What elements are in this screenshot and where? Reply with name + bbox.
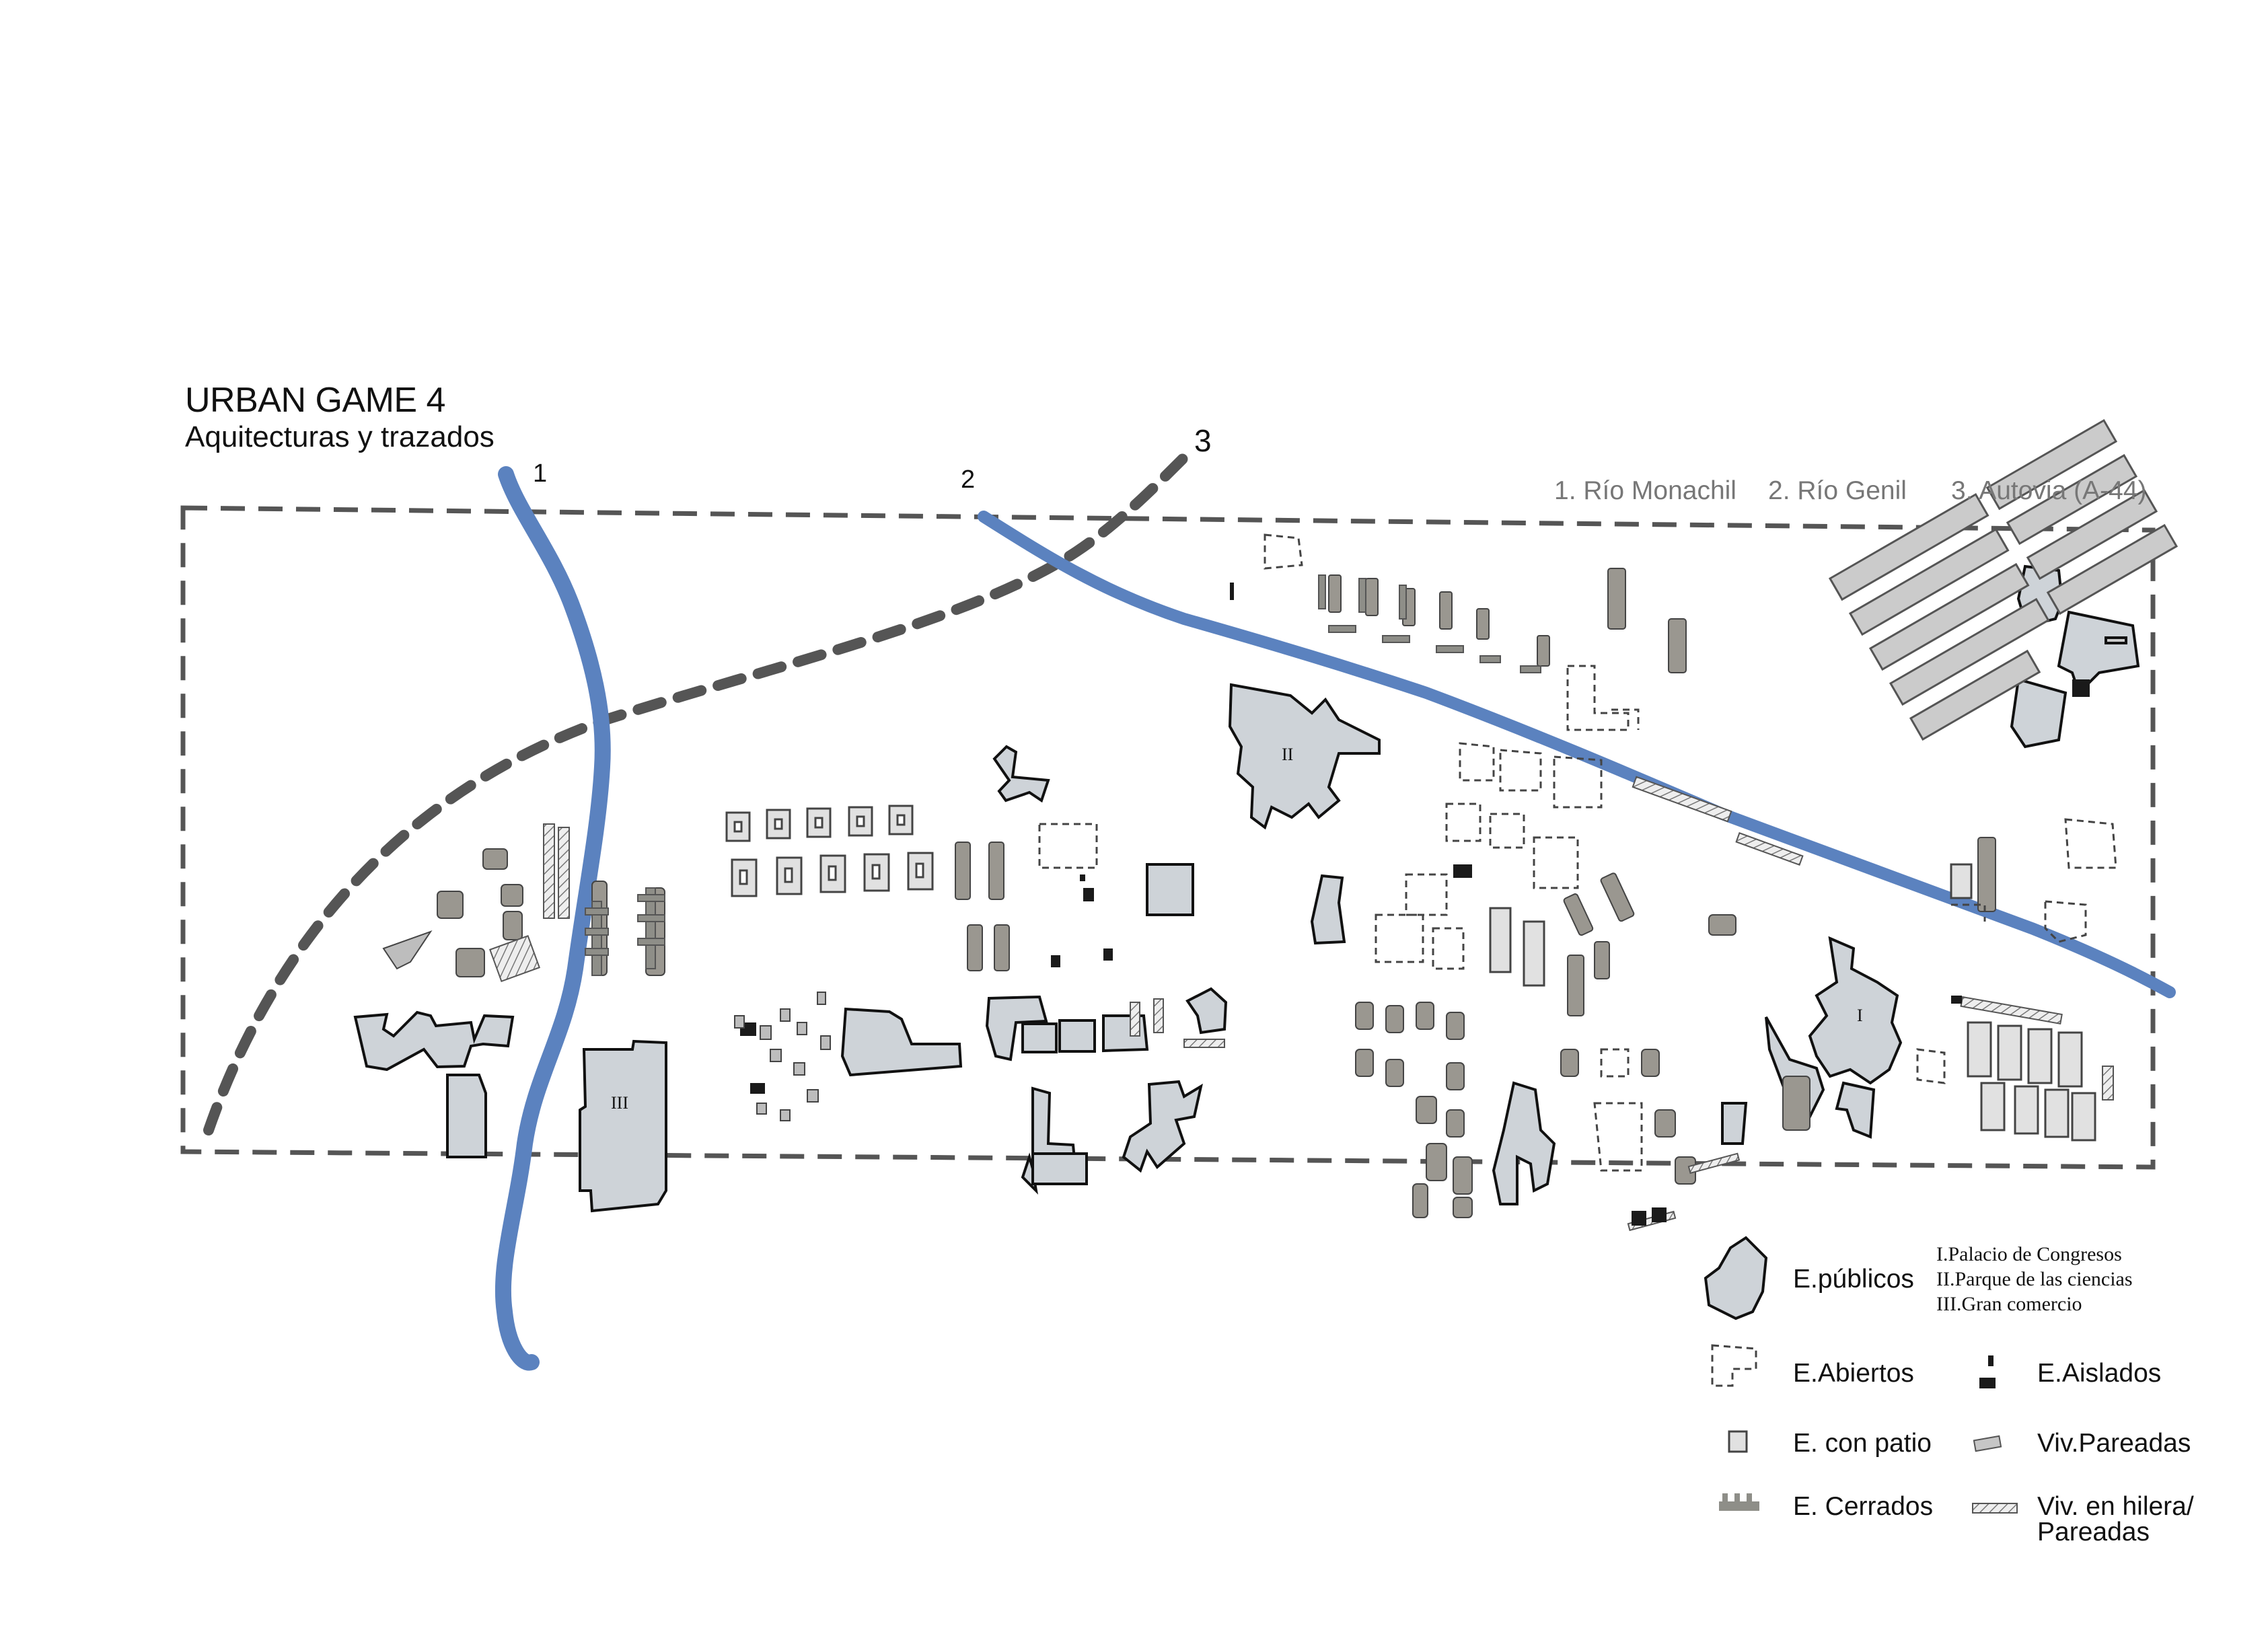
- legend-cerrados: E. Cerrados: [1793, 1492, 1934, 1521]
- legend-isolated-symbol-2: [1979, 1378, 1996, 1388]
- closed-buildings: [437, 568, 1996, 1218]
- label-ii: II: [1282, 745, 1294, 764]
- legend-open-symbol: [1711, 1344, 1757, 1387]
- public-buildings: [353, 564, 2140, 1213]
- map-subtitle: Aquitecturas y trazados: [185, 420, 495, 453]
- marker-3: 3: [1194, 423, 1212, 458]
- isolated-buildings: [740, 583, 2090, 1226]
- legend-row-symbol: [1972, 1503, 2018, 1514]
- legend-con-patio: E. con patio: [1793, 1429, 1932, 1458]
- legend-abiertos: E.Abiertos: [1793, 1359, 1914, 1388]
- legend-publicos: E.públicos: [1793, 1265, 1914, 1294]
- reference-autovia: 3. Autovia (A-44): [1951, 476, 2147, 505]
- legend-public-item-1: I.Palacio de Congresos: [1936, 1243, 2122, 1265]
- patio-buildings: [725, 805, 2096, 1142]
- legend-hilera-line1: Viv. en hilera/: [2037, 1492, 2194, 1521]
- building-palacio-congresos: [1808, 936, 1903, 1085]
- building-gran-comercio: [579, 1039, 667, 1213]
- legend-hilera-line2: Pareadas: [2037, 1518, 2150, 1546]
- legend-pareadas: Viv.Pareadas: [2037, 1429, 2191, 1458]
- marker-1: 1: [533, 459, 548, 488]
- map-title: URBAN GAME 4: [185, 381, 445, 420]
- legend-closed-symbol: [1719, 1493, 1759, 1511]
- building-parque-ciencias: [1228, 683, 1381, 830]
- study-area-boundary: [180, 505, 2156, 1170]
- marker-2: 2: [961, 465, 976, 494]
- legend-public-symbol: [1704, 1236, 1768, 1320]
- row-houses: [488, 776, 2114, 1232]
- legend-public-item-3: III.Gran comercio: [1936, 1293, 2082, 1315]
- highway-a44: [203, 452, 1190, 1135]
- legend-public-item-2: II.Parque de las ciencias: [1936, 1268, 2133, 1290]
- closed-building-grid: [1828, 418, 2179, 741]
- legend-patio-symbol: [1728, 1430, 1748, 1453]
- closed-comb-buildings: [585, 574, 1541, 976]
- river-monachil: [495, 466, 611, 1371]
- open-buildings: [1038, 533, 2117, 1172]
- legend-symbols: [1704, 1236, 2018, 1514]
- legend-paired-symbol: [1973, 1435, 2002, 1452]
- label-iii: III: [611, 1093, 628, 1113]
- reference-rio-genil: 2. Río Genil: [1768, 476, 1907, 505]
- reference-rio-monachil: 1. Río Monachil: [1554, 476, 1736, 505]
- river-genil: [978, 511, 2176, 998]
- label-i: I: [1857, 1006, 1863, 1025]
- detached-houses: [382, 930, 831, 1121]
- legend-isolated-symbol-1: [1988, 1355, 1993, 1366]
- legend-aislados: E.Aislados: [2037, 1359, 2162, 1388]
